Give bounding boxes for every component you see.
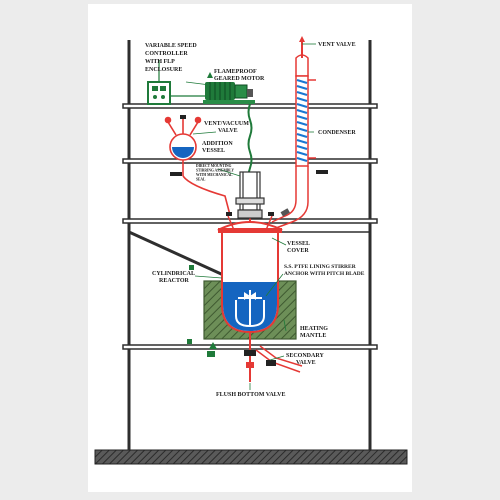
speed-controller-label-4: ENCLOSURE	[145, 67, 182, 73]
stirrer-label-1: S.S. PTFE LINING STIRRER	[284, 264, 357, 270]
addition-vessel-assembly	[164, 115, 231, 216]
stirring-assembly-label-1: DIRECT MOUNTING	[196, 164, 232, 168]
heating-mantle-label-1: HEATING	[300, 326, 328, 332]
secondary-valve	[255, 345, 303, 373]
svg-text:CYLINDRICAL REACTOR: CYLINDRICAL REACTOR	[152, 271, 196, 284]
shelf-brace	[128, 230, 231, 280]
stirring-assembly-label-3: WITH MECHANICAL	[196, 173, 233, 177]
condenser-label: CONDENSER	[318, 130, 356, 136]
addition-vessel-label-1: ADDITION	[202, 141, 233, 147]
secondary-valve-label-1: SECONDARY	[286, 353, 324, 359]
motor-label-1: FLAMEPROOF	[214, 69, 257, 75]
svg-text:ADDITION VESSEL: ADDITION VESSEL	[202, 141, 234, 154]
flush-bottom-valve-label: FLUSH BOTTOM VALVE	[216, 392, 285, 398]
condenser-assembly	[271, 36, 328, 229]
svg-text:VENT/VACUUM VALVE: VENT/VACUUM VALVE	[204, 121, 250, 134]
cylindrical-reactor-label-2: REACTOR	[159, 278, 190, 284]
vessel-cover-label-1: VESSEL	[287, 241, 310, 247]
motor-label-2: GEARED MOTOR	[214, 76, 265, 82]
speed-controller-label-2: CONTROLLER	[145, 51, 188, 57]
stirring-assembly	[235, 171, 265, 219]
svg-text:SECONDARY VALVE: SECONDARY VALVE	[286, 353, 325, 366]
cylindrical-reactor	[203, 212, 297, 382]
floor-slab	[94, 449, 408, 465]
stirring-assembly-label-4: SEAL	[196, 178, 206, 182]
stirrer-label-2: ANCHOR WITH PITCH BLADE	[284, 271, 365, 277]
secondary-valve-label-2: VALVE	[296, 360, 316, 366]
svg-text:VARIABLE SPEED CONTROL: VARIABLE SPEED CONTROLLER WITH FLP ENCLO…	[145, 43, 198, 73]
svg-text:HEATING MANTLE: HEATING MANTLE	[300, 326, 329, 339]
level-indicators	[187, 265, 217, 357]
vent-valve-label: VENT VALVE	[318, 42, 356, 48]
label-leaders	[185, 43, 316, 390]
stirring-assembly-label-2: STIRRING ASSEMBLY	[196, 169, 234, 173]
vessel-cover-label-2: COVER	[287, 248, 309, 254]
shelf-2	[122, 158, 378, 164]
speed-controller-panel	[147, 60, 205, 105]
text-labels: VARIABLE SPEED CONTROLLER WITH FLP ENCLO…	[145, 42, 365, 398]
svg-text:VESSEL COVER: VESSEL COVER	[287, 241, 311, 254]
cylindrical-reactor-label-1: CYLINDRICAL	[152, 271, 195, 277]
vent-vacuum-valve-label-2: VALVE	[218, 128, 238, 134]
vent-vacuum-valve-label-1: VENT/VACUUM	[204, 121, 249, 127]
svg-text:S.S. PTFE LINING STIRRER: S.S. PTFE LINING STIRRER ANCHOR WITH PIT…	[284, 264, 365, 277]
svg-text:FLAMEPROOF GEARED MOTO: FLAMEPROOF GEARED MOTOR	[214, 69, 265, 82]
heating-mantle-label-2: MANTLE	[300, 333, 326, 339]
speed-controller-label-1: VARIABLE SPEED	[145, 43, 197, 49]
addition-vessel-label-2: VESSEL	[202, 148, 225, 154]
speed-controller-label-3: WITH FLP	[145, 59, 175, 65]
svg-text:DIRECT MOUNTING STIRRI: DIRECT MOUNTING STIRRING ASSEMBLY WITH M…	[196, 164, 235, 182]
